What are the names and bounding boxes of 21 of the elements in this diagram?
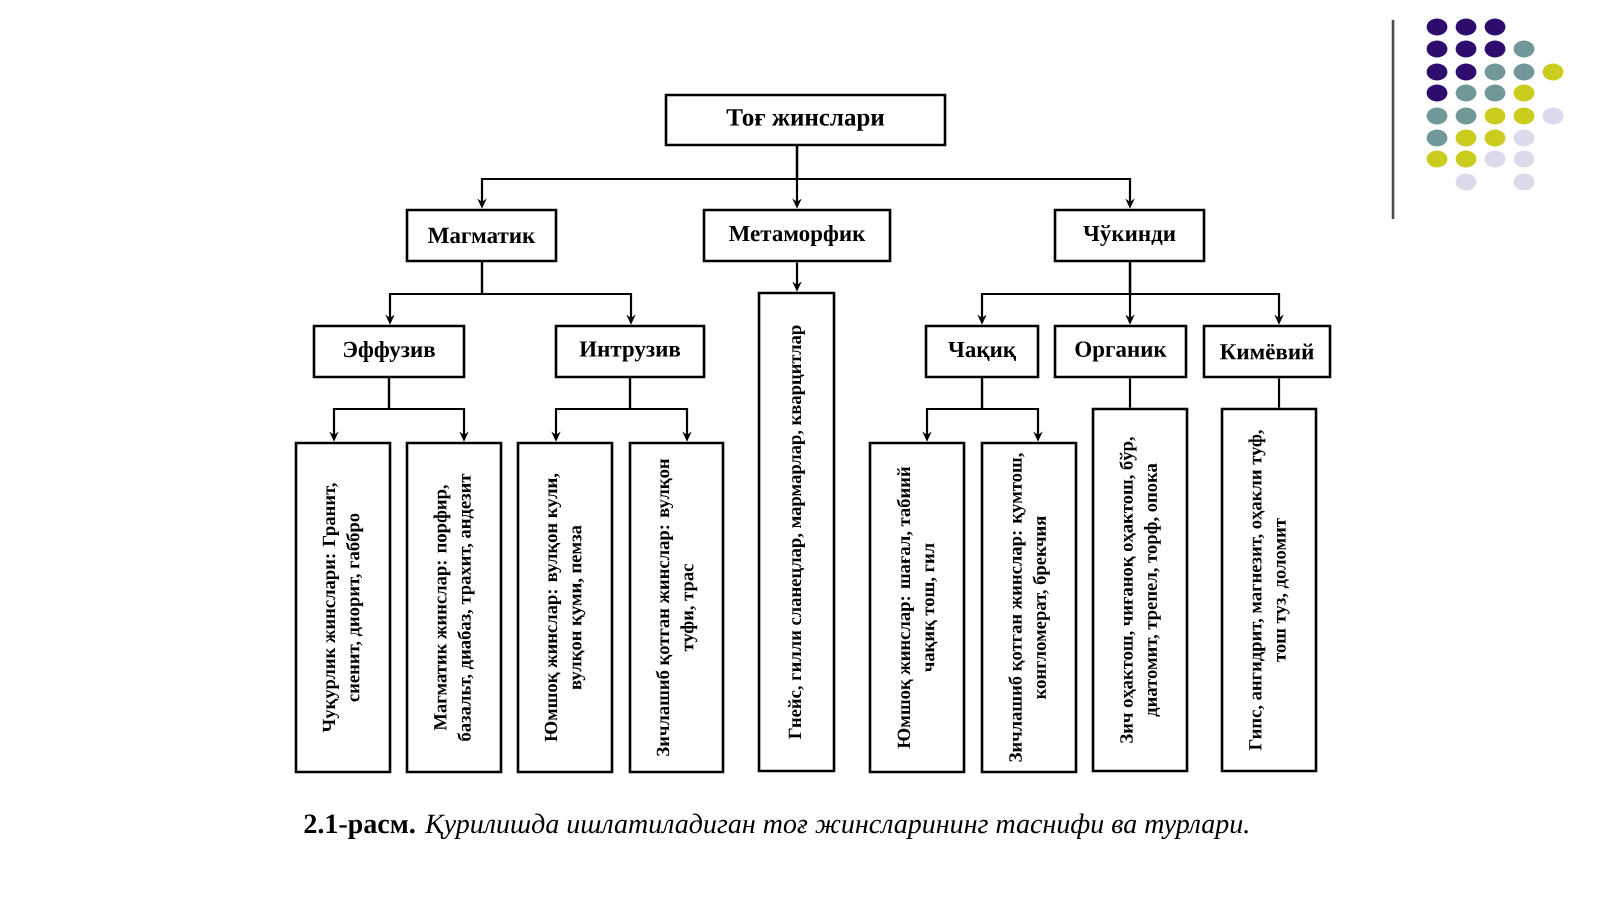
category-box: Чақиқ xyxy=(924,324,1040,379)
category-box: Чўкинди xyxy=(1053,208,1206,263)
category-box: Кимёвий xyxy=(1202,324,1332,379)
description-box: Гнейс, гилли сланецлар, мармарлар, кварцитлар xyxy=(757,291,836,773)
category-box: Органик xyxy=(1053,324,1188,379)
description-box: Юмшоқ жинслар: шағал, табиий чақиқ тош, гил xyxy=(868,441,966,774)
description-box: Зичлашиб қотган жинслар: вулқон туфи, трас xyxy=(628,441,725,774)
category-box: Магматик xyxy=(405,208,558,263)
description-box: Чуқурлик жинслари: Гранит, сиенит, диорит, габбро xyxy=(294,441,392,774)
description-box: Зичлашиб қотган жинслар: қумтош, конгломерат, брекчия xyxy=(980,441,1078,774)
connector-line xyxy=(1277,378,1281,408)
category-box: Эффузив xyxy=(312,324,466,379)
category-box: Метаморфик xyxy=(702,208,892,263)
category-box: Тоғ жинслари xyxy=(664,93,947,147)
figure-caption: 2.1-расм. Қурилишда ишлатиладиган тоғ жинсларининг таснифи ва турлари. xyxy=(304,813,1248,840)
connector-line xyxy=(1128,378,1132,408)
description-box: Зич оҳактош, чиғаноқ оҳактош, бўр, диатомит, трепел, торф, опока xyxy=(1091,407,1189,773)
description-box: Гипс, ангидрит, магнезит, оҳакли туф, тош туз, доломит xyxy=(1220,407,1318,773)
category-box: Интрузив xyxy=(554,324,706,379)
description-box: Магматик жинслар: порфир, базальт, диабаз, трахит, андезит xyxy=(405,441,503,774)
description-box: Юмшоқ жинслар: вулқон кули, вулқон қуми, пемза xyxy=(516,441,614,774)
